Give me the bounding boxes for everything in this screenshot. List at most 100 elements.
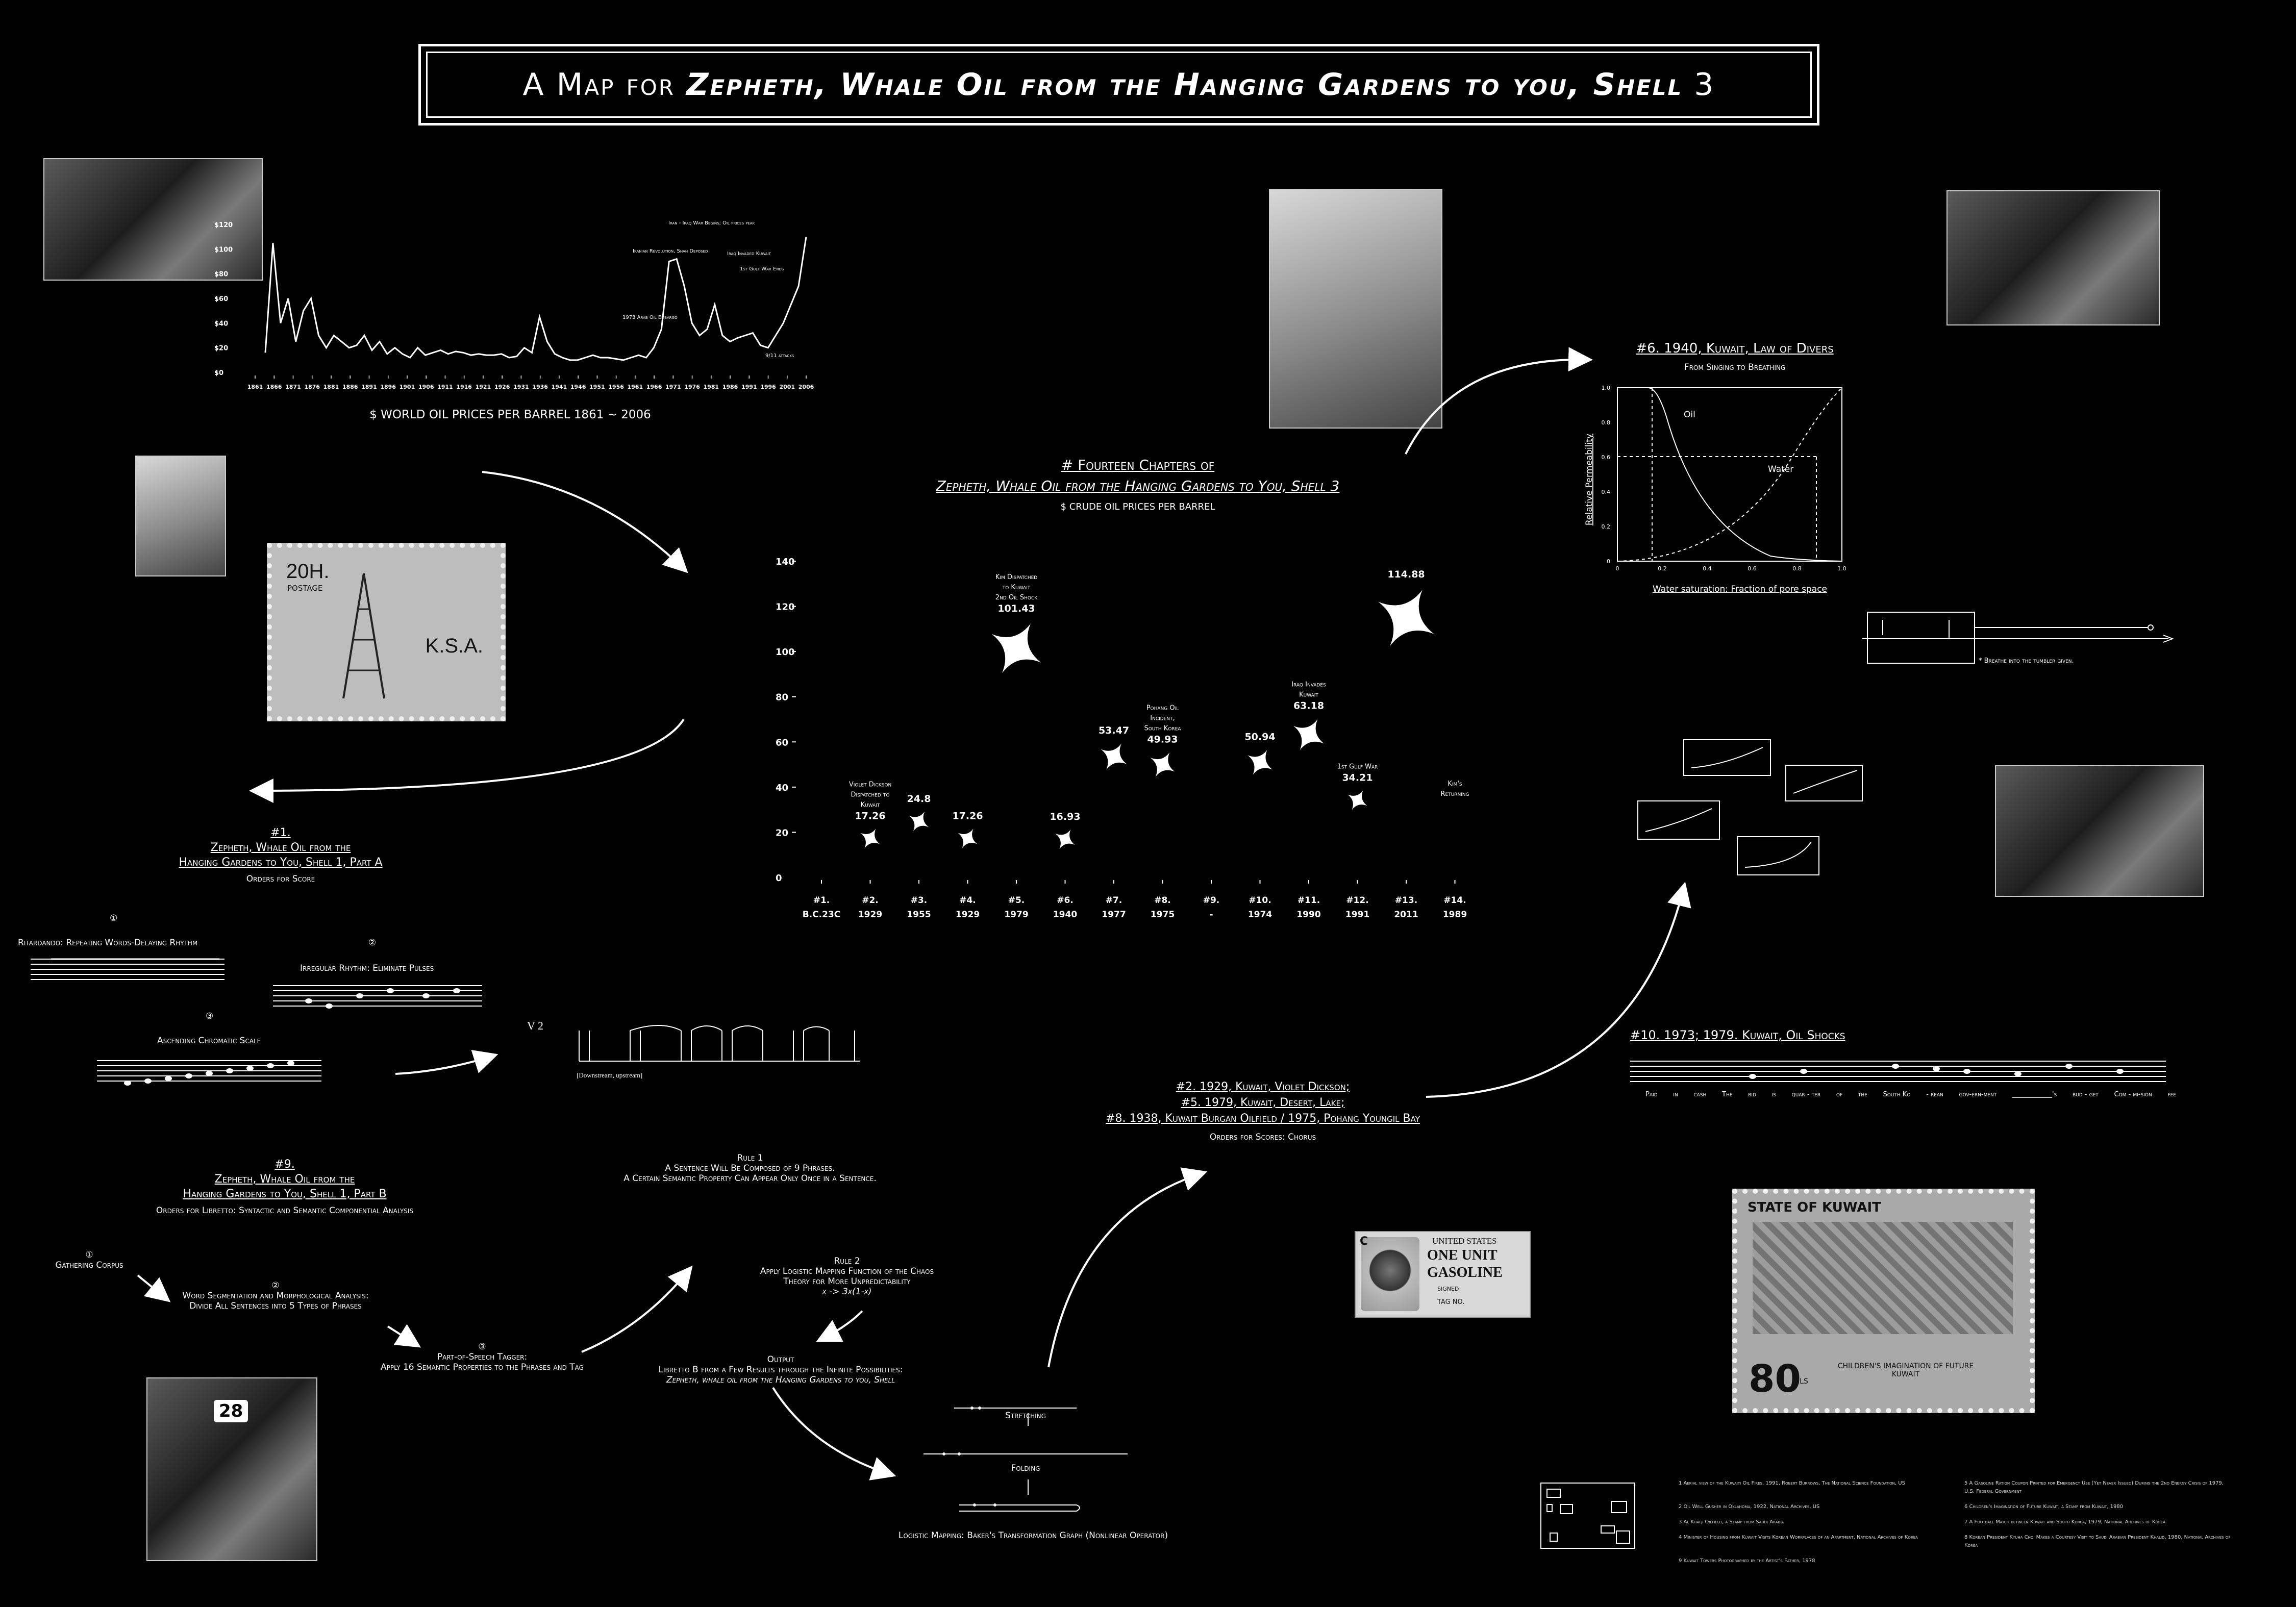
value-label: 24.8 xyxy=(907,793,931,805)
credit-item: 7 A Football Match between Kuwait and So… xyxy=(1964,1519,2165,1525)
year-label: B.C.23C xyxy=(803,910,840,920)
y-tick-label: 80 xyxy=(776,692,788,703)
ch1-step3: Ascending Chromatic Scale xyxy=(157,1036,261,1046)
lyric-word: gov-ern-ment xyxy=(1959,1091,1997,1098)
coupon-line3: GASOLINE xyxy=(1427,1265,1503,1280)
event-label: 1st Gulf War xyxy=(1337,763,1378,770)
perm-y-tick: 1.0 xyxy=(1602,385,1611,391)
world-annotation: Iraq Invaded Kuwait xyxy=(727,251,771,257)
year-label: 1975 xyxy=(1151,910,1175,920)
y-tick-label: 0 xyxy=(776,873,782,884)
price-star-point xyxy=(1150,752,1175,777)
oil-well-gusher-photo xyxy=(135,456,226,576)
category-label: #7. xyxy=(1106,895,1122,906)
world-x-tick: 1941 xyxy=(552,384,567,390)
world-x-tick: 1981 xyxy=(703,384,719,390)
price-star-point xyxy=(1347,790,1367,810)
y-tick-label: 60 xyxy=(776,737,788,748)
credit-item: 4 Minister of Housing from Kuwait Visits… xyxy=(1679,1535,1918,1540)
world-annotation: 1973 Arab Oil Embargo xyxy=(622,315,678,320)
oil-curve xyxy=(1617,387,1842,562)
year-label: 1989 xyxy=(1443,910,1467,920)
category-label: #3. xyxy=(911,895,928,906)
value-label: 49.93 xyxy=(1147,734,1178,745)
perm-x-tick: 0.4 xyxy=(1703,565,1712,572)
kuwait-stamp-country: STATE OF KUWAIT xyxy=(1748,1200,1881,1215)
ch1-number: #1. xyxy=(270,826,291,839)
ch6-subtitle: From Singing to Breathing xyxy=(1684,362,1786,372)
world-x-tick: 1901 xyxy=(400,384,415,390)
world-oil-caption: $ WORLD OIL PRICES PER BARREL 1861 ~ 200… xyxy=(369,408,651,421)
permeability-ylabel: Relative Permeability xyxy=(1584,434,1594,525)
world-x-tick: 1916 xyxy=(456,384,472,390)
ch9-title-1: Zepheth, Whale Oil from the xyxy=(214,1173,355,1186)
world-x-tick: 1891 xyxy=(361,384,377,390)
world-x-tick: 1921 xyxy=(476,384,491,390)
kuwait-towers-photo xyxy=(1269,189,1442,429)
baker-caption: Logistic Mapping: Baker's Transformation… xyxy=(898,1530,1168,1541)
washington-portrait xyxy=(1361,1237,1419,1311)
ch10-title: #10. 1973; 1979. Kuwait, Oil Shocks xyxy=(1630,1028,1845,1042)
world-price-line xyxy=(264,236,807,361)
world-annotation: 1st Gulf War Ends xyxy=(740,266,784,272)
world-annotation: 9/11 attacks xyxy=(765,353,794,359)
door-number: 28 xyxy=(214,1400,248,1422)
world-x-tick: 1996 xyxy=(760,384,776,390)
rule2-line1: Apply Logistic Mapping Function of the C… xyxy=(760,1266,934,1276)
credit-item: 3 Al Khafji Oilfield, a Stamp from Saudi… xyxy=(1679,1519,1784,1525)
lyric-word: Paid xyxy=(1645,1091,1658,1098)
coupon-signed: SIGNED xyxy=(1437,1286,1459,1292)
value-label: 16.93 xyxy=(1050,811,1080,822)
world-x-tick: 1866 xyxy=(266,384,282,390)
event-label: Kuwait xyxy=(861,801,880,809)
credit-item: 2 Oil Well Gusher in Oklahoma, 1922, Nat… xyxy=(1679,1504,1820,1510)
credit-item: 6 Children's Imagination of Future Kuwai… xyxy=(1964,1504,2124,1510)
lyric-word: quar - ter xyxy=(1791,1091,1821,1098)
event-label: Incident, xyxy=(1150,714,1175,722)
downstream-label: [Downstream, upstream] xyxy=(577,1071,643,1079)
year-label: 1990 xyxy=(1296,910,1320,920)
price-star-point xyxy=(1101,743,1127,770)
world-x-tick: 1976 xyxy=(684,384,700,390)
ch1-step2: Irregular Rhythm: Eliminate Pulses xyxy=(300,963,434,973)
football-match-photo xyxy=(1995,765,2204,897)
credit-item: 8 Korean President Kyuha Choi Makes a Co… xyxy=(1964,1535,2231,1548)
credit-item: 1 Aerial view of the Kuwaiti Oil Fires, … xyxy=(1679,1480,1905,1486)
presidents-meeting-photo xyxy=(1946,190,2160,325)
ch9-title-2: Hanging Gardens to You, Shell 1, Part B xyxy=(183,1188,387,1200)
output-line1: Libretto B from a Few Results through th… xyxy=(658,1365,903,1375)
ch9-step3-num: ③ xyxy=(478,1342,486,1352)
ch9-step1-label: Gathering Corpus xyxy=(55,1260,123,1270)
output-title: Output xyxy=(767,1354,794,1365)
category-label: #14. xyxy=(1443,895,1466,906)
world-x-tick: 1911 xyxy=(437,384,453,390)
world-x-tick: 1956 xyxy=(608,384,624,390)
world-x-tick: 1986 xyxy=(722,384,738,390)
y-tick-label: 120 xyxy=(776,602,795,613)
ch1-step2-num: ② xyxy=(368,938,377,948)
y-tick-label: 20 xyxy=(776,827,788,838)
category-label: #4. xyxy=(959,895,976,906)
kuwait-stamp-value: 80 xyxy=(1749,1357,1801,1401)
output-line2: Zepheth, whale oil from the Hanging Gard… xyxy=(666,1375,895,1385)
y-tick-label: 140 xyxy=(776,557,795,567)
price-star-point xyxy=(1378,590,1434,646)
chapters-heading-2: Zepheth, Whale Oil from the Hanging Gard… xyxy=(936,478,1340,494)
aerial-oil-fires-photo xyxy=(43,158,263,281)
lyric-word: The xyxy=(1722,1091,1733,1098)
ch1-step1: Ritardando: Repeating Words-Delaying Rhy… xyxy=(18,938,198,948)
rule2-line2: Theory for More Unpredictability xyxy=(783,1276,911,1287)
world-x-tick: 1861 xyxy=(247,384,263,390)
coupon-tag: TAG NO. xyxy=(1437,1298,1465,1306)
coupon-line2: ONE UNIT xyxy=(1427,1247,1498,1263)
lyric-word: bid xyxy=(1748,1091,1756,1098)
lyric-word: the xyxy=(1858,1091,1867,1098)
world-annotation: Iran - Iraq War Begins; Oil prices peak xyxy=(668,220,755,226)
event-label: South Korea xyxy=(1144,724,1181,732)
stamp-price: 20H. xyxy=(286,560,330,583)
title-frame: A Map for Zepheth, Whale Oil from the Ha… xyxy=(418,44,1819,125)
